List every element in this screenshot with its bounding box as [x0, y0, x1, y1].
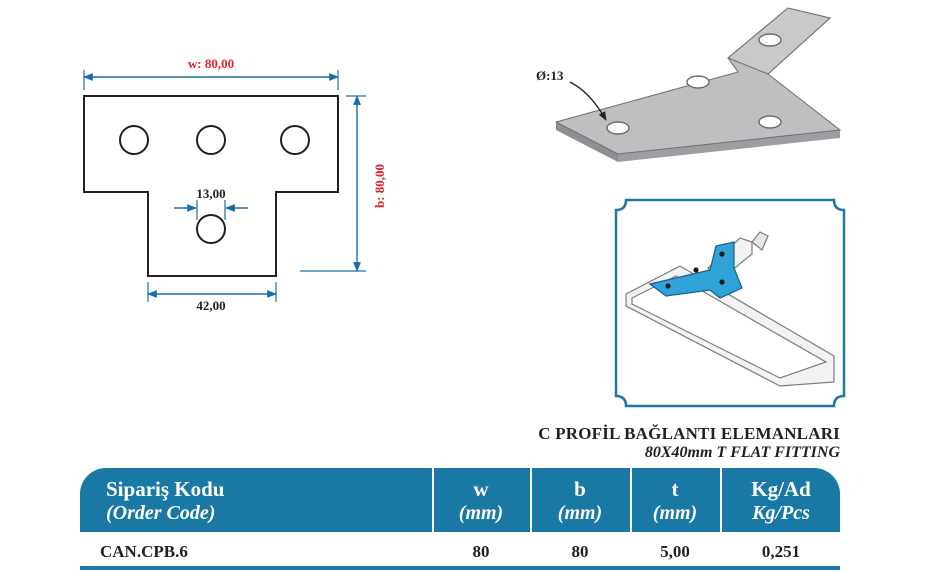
w-cell: 80: [472, 542, 490, 561]
highlighted-plate: [648, 241, 743, 299]
hole: [606, 121, 630, 135]
spec-table-header: Sipariş Kodu (Order Code) w (mm) b (mm) …: [80, 468, 840, 532]
order-code-cell: CAN.CPB.6: [100, 542, 188, 561]
header-w: w (mm): [458, 477, 504, 524]
hole-diameter-label: Ø:13: [536, 68, 564, 83]
header-t: t (mm): [652, 477, 698, 524]
table-bottom-rule: [80, 566, 840, 570]
hole: [119, 125, 149, 155]
hole: [686, 75, 710, 89]
t-plate-outline: [83, 95, 339, 277]
b-cell: 80: [571, 542, 589, 561]
hole: [758, 115, 782, 129]
hole: [196, 214, 226, 244]
product-title-en: 80X40mm T FLAT FITTING: [644, 444, 840, 461]
weight-cell: 0,251: [761, 542, 801, 561]
technical-drawing: w: 80,00 b: 80,00 13,00 42,00: [83, 56, 387, 313]
b-dimension-label: b: 80,00: [372, 164, 387, 208]
stem-dimension-label: 42,00: [196, 298, 225, 313]
usage-illustration: [614, 198, 846, 408]
hole: [280, 125, 310, 155]
header-b: b (mm): [557, 477, 603, 524]
w-dimension-label: w: 80,00: [188, 56, 234, 71]
header-order-code: Sipariş Kodu (Order Code): [106, 477, 225, 524]
hole: [196, 125, 226, 155]
isometric-plate-view: Ø:13: [536, 7, 842, 162]
table-row: CAN.CPB.6 80 80 5,00 0,251: [80, 534, 840, 568]
t-cell: 5,00: [660, 542, 690, 561]
hole-dimension-label: 13,00: [196, 186, 225, 201]
product-title-tr: C PROFİL BAĞLANTI ELEMANLARI: [538, 424, 840, 443]
hole: [758, 33, 782, 47]
header-weight: Kg/Ad Kg/Pcs: [751, 477, 811, 524]
